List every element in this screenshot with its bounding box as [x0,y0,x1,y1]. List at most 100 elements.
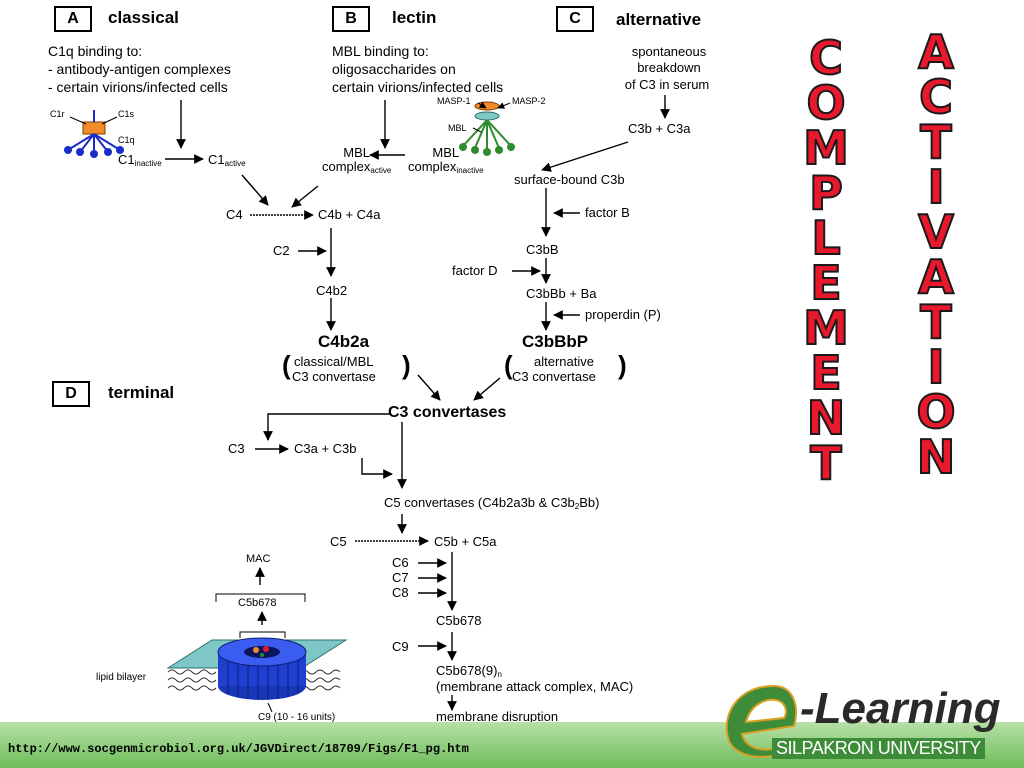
mac-pore-icon [166,637,348,713]
c1-inactive-label: C1inactive [118,152,162,168]
c5b6789-label: C5b678(9)n [436,663,502,679]
panel-d-tag: D [52,381,90,407]
logo-university: SILPAKRON UNIVERSITY [772,738,985,759]
c1q-label: C1q [118,135,135,145]
arrow-mbl-to-c4 [291,185,319,208]
arrow-c3b-surface [541,141,629,172]
c3bbbp-label: C3bBbP [522,332,589,351]
panel-b-line1: MBL binding to: [332,43,429,59]
complement-letter: E [809,256,842,310]
c1s-label: C1s [118,109,135,119]
alt-conv-line2: C3 convertase [512,369,596,384]
panel-a-tag: A [54,6,92,32]
activation-letter: O [915,385,956,439]
c7-label: C7 [392,570,409,585]
mac-bracket [215,593,306,602]
complement-letter: M [802,301,850,355]
c3bbb-ba-label: C3bBb + Ba [526,286,597,301]
panel-a-line2: - antibody-antigen complexes [48,61,231,77]
activation-letter: A [917,250,955,304]
activation-letter: T [919,295,952,349]
arrow-c3b-join [361,458,393,479]
c4b2a-label: C4b2a [318,332,370,351]
alt-paren-right: ) [618,350,627,380]
panel-b-line2: oligosaccharides on [332,61,456,77]
complement-letter: O [805,76,846,130]
classical-conv-line2: C3 convertase [292,369,376,384]
c3-label: C3 [228,441,245,456]
arrow-alt-conv [473,377,501,401]
panel-a-line1: C1q binding to: [48,43,143,59]
properdin-label: properdin (P) [585,307,661,322]
complement-letter: P [808,166,844,220]
complement-letter: N [806,391,847,445]
c4b2-label: C4b2 [316,283,348,298]
panel-b-title: lectin [392,8,437,27]
c5b678-label: C5b678 [436,613,482,628]
panel-c-tag: C [556,6,594,32]
masp1-label: MASP-1 [437,96,471,106]
c3b-c3a-label: C3b + C3a [628,121,691,136]
complement-letter: T [809,436,842,490]
activation-letter: I [926,160,945,214]
c1-active-label: C1active [208,152,246,168]
source-url[interactable]: http://www.socgenmicrobiol.org.uk/JGVDir… [8,742,469,756]
activation-letter: N [916,430,957,484]
mac-description: (membrane attack complex, MAC) [436,679,634,694]
activation-letter: V [917,205,955,259]
classical-paren-left: ( [282,350,291,380]
alt-paren-left: ( [504,350,513,380]
c4b-c4a-label: C4b + C4a [318,207,381,222]
c9-label: C9 [392,639,409,654]
alt-conv-line1: alternative [534,354,594,369]
complement-letter: M [802,121,850,175]
classical-conv-line1: classical/MBL [294,354,374,369]
panel-c-line3: of C3 in serum [624,77,710,92]
c6-label: C6 [392,555,409,570]
classical-paren-right: ) [402,350,411,380]
mbl-molecule-icon [459,101,515,156]
complement-letter: C [808,31,844,85]
c8-label: C8 [392,585,409,600]
factor-d-label: factor D [452,263,498,278]
activation-letter: C [918,70,954,124]
pore-c5b678-label: C5b678 [238,597,277,609]
surface-bound-c3b-label: surface-bound C3b [514,172,625,187]
panel-c-title: alternative [616,10,702,29]
complement-letter: L [810,211,841,265]
c5b-c5a-label: C5b + C5a [434,534,497,549]
c5-convertases-label: C5 convertases (C4b2a3b & C3b2Bb) [384,495,600,511]
lipid-bilayer-label: lipid bilayer [96,672,147,683]
c5-label: C5 [330,534,347,549]
complement-letter: E [809,346,842,400]
c3bb-label: C3bB [526,242,559,257]
panel-c-line1: spontaneous [631,44,707,59]
panel-a-line3: - certain virions/infected cells [48,79,228,95]
c1-molecule-icon [64,110,124,158]
panel-c-line2: breakdown [637,60,701,75]
activation-letter: T [919,115,952,169]
arrow-c3-loop [263,413,390,441]
mbl-label: MBL [448,123,467,133]
c3-convertases-label: C3 convertases [388,404,507,421]
c4-label: C4 [226,207,243,222]
c9-units-label: C9 (10 - 16 units) [258,712,336,723]
mac-label: MAC [246,553,271,565]
c1r-label: C1r [50,109,65,119]
c3a-c3b-label: C3a + C3b [294,441,357,456]
factor-b-label: factor B [585,205,630,220]
arrow-classical-conv [417,374,441,401]
pore-bracket [239,631,286,638]
activation-letter: A [917,25,955,79]
arrow-c1-to-c4 [241,174,269,206]
c2-label: C2 [273,243,290,258]
activation-letter: I [926,340,945,394]
panel-a-title: classical [108,8,179,27]
logo-wordmark: -Learning [800,684,1001,733]
panel-b-tag: B [332,6,370,32]
